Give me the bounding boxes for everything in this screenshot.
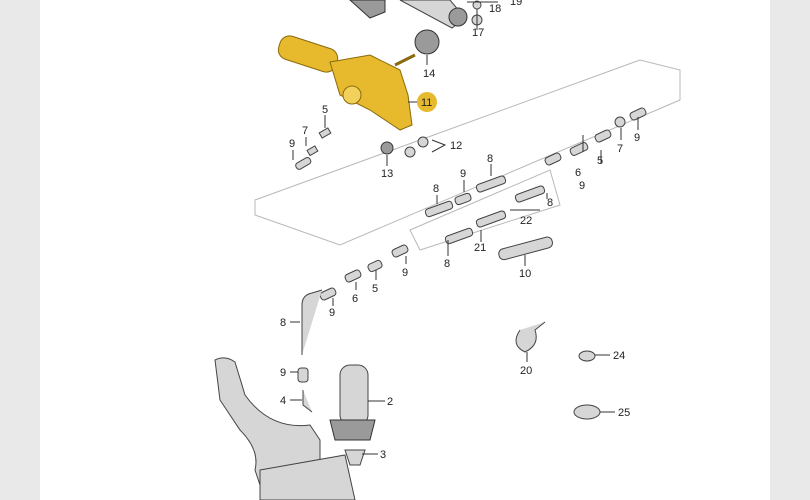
callout-2: 2	[387, 396, 393, 408]
connector-21	[475, 210, 507, 228]
connector-22	[514, 185, 546, 203]
callout-5a: 5	[322, 104, 328, 116]
fitting-5a	[306, 145, 319, 157]
wiper-arm-top	[349, 0, 386, 19]
callout-9d: 9	[634, 132, 640, 144]
hose-8b	[475, 175, 507, 193]
callout-8a: 8	[487, 153, 493, 165]
clip-20	[515, 321, 546, 353]
nut-13	[380, 141, 394, 155]
hose-8a	[424, 200, 454, 218]
grommet-24	[578, 350, 596, 362]
callout-8d: 8	[280, 317, 286, 329]
callout-10: 10	[519, 268, 531, 280]
fitting-9b	[544, 152, 562, 166]
fitting-5b	[594, 129, 612, 143]
fitting-9h	[297, 367, 309, 383]
pump-base	[329, 419, 376, 441]
grommet-14	[414, 29, 440, 55]
callout-11-badge[interactable]: 11	[417, 92, 437, 112]
callout-5b: 5	[597, 155, 603, 167]
callout-17: 17	[472, 27, 484, 39]
wiper-motor-assembly[interactable]	[276, 33, 416, 131]
callout-4: 4	[280, 395, 286, 407]
callout-7b: 7	[617, 143, 623, 155]
callout-8c: 8	[444, 258, 450, 270]
callout-9a: 9	[289, 138, 295, 150]
washer-reservoir[interactable]	[259, 454, 356, 500]
callout-22: 22	[520, 215, 532, 227]
fitting-6a	[569, 142, 589, 156]
washer-12a	[404, 146, 416, 158]
exploded-parts-diagram: 19 18 17 14 11 5 7 9 12 13 8 9 8 22 8 21…	[214, 0, 681, 500]
fitting-9e	[454, 192, 472, 206]
fitting-9g	[391, 244, 409, 258]
motor-gearbox	[329, 54, 413, 131]
callout-3: 3	[380, 449, 386, 461]
washer-12b	[417, 136, 429, 148]
callout-20: 20	[520, 365, 532, 377]
fitting-5c	[367, 259, 383, 273]
callout-9f: 9	[329, 307, 335, 319]
grommet-3	[344, 449, 366, 466]
callout-7a: 7	[302, 125, 308, 137]
callout-13: 13	[381, 168, 393, 180]
callout-19: 19	[510, 0, 522, 8]
callout-12: 12	[450, 140, 462, 152]
elbow-4	[302, 390, 313, 413]
washer-7b	[614, 116, 626, 128]
callout-9b: 9	[460, 168, 466, 180]
motor-spindle	[342, 85, 362, 105]
callout-6a: 6	[575, 167, 581, 179]
callout-14: 14	[423, 68, 435, 80]
callout-21: 21	[474, 242, 486, 254]
hose-8c	[444, 227, 474, 245]
grommet-25	[573, 404, 601, 420]
callout-8-right: 8	[547, 197, 553, 209]
fitting-9f	[319, 287, 337, 301]
parts-diagram-canvas: 19 18 17 14 11 5 7 9 12 13 8 9 8 22 8 21…	[40, 0, 770, 500]
middle-group-outline	[409, 169, 561, 251]
callout-9g: 9	[280, 367, 286, 379]
callout-6b: 6	[352, 293, 358, 305]
motor-housing	[277, 35, 339, 73]
fitting-7a	[318, 127, 332, 139]
callout-5c: 5	[372, 283, 378, 295]
motor-shaft	[394, 53, 416, 67]
callout-18: 18	[489, 3, 501, 15]
callout-9c: 9	[579, 180, 585, 192]
callout-8b: 8	[433, 183, 439, 195]
callout-24: 24	[613, 350, 625, 362]
hose-10	[498, 236, 553, 261]
callout-25: 25	[618, 407, 630, 419]
fitting-9c	[629, 107, 647, 121]
fitting-6b	[344, 269, 362, 283]
upper-group-outline	[254, 59, 681, 246]
callout-11: 11	[421, 97, 432, 109]
fitting-9a	[295, 157, 312, 170]
callout-9e: 9	[402, 267, 408, 279]
washer-pump[interactable]	[339, 364, 369, 426]
callout-11-highlight	[417, 92, 437, 112]
hose-8d	[301, 289, 323, 355]
pivot-nut	[448, 7, 468, 27]
